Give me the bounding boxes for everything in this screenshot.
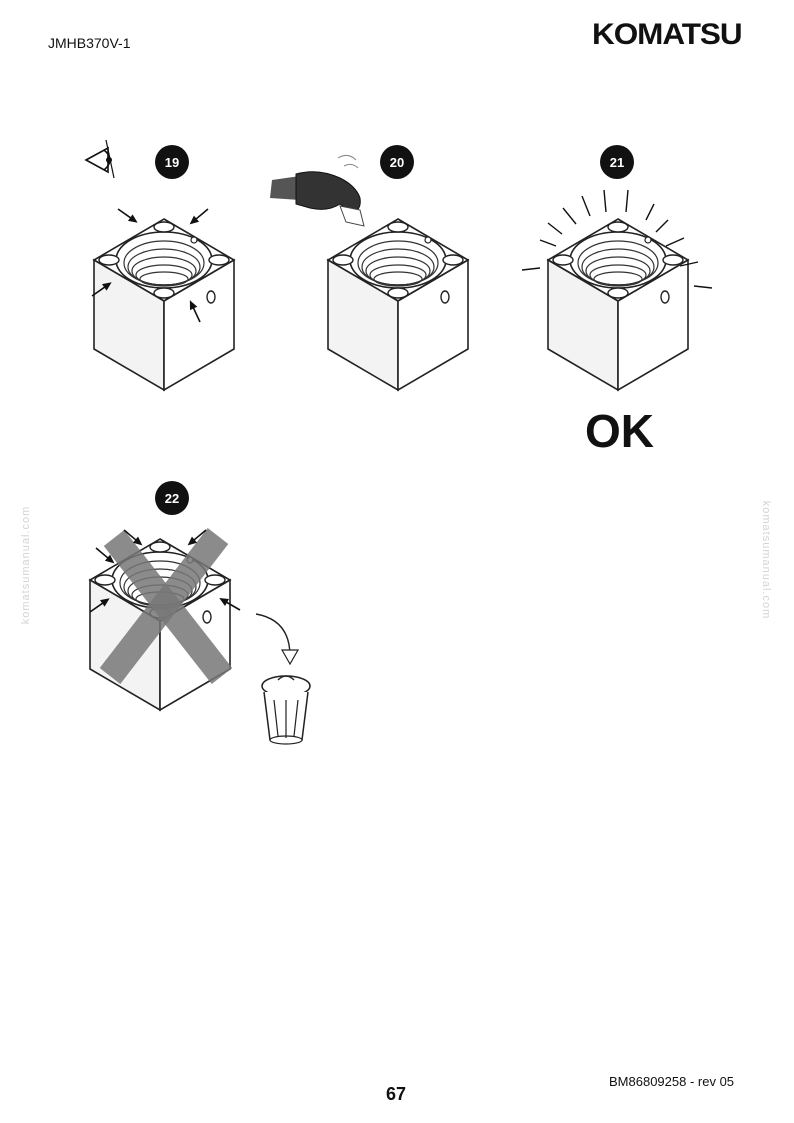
step-20-number: 20 [390,155,404,170]
brand-logo: KOMATSU [592,18,743,51]
step-22-number: 22 [165,491,179,506]
step-20-figure: 20 [270,145,469,391]
shine-rays-icon [521,189,713,289]
document-reference: BM86809258 - rev 05 [609,1074,735,1089]
step-21-number: 21 [610,155,624,170]
trash-bin-icon [261,675,311,745]
step-19-number: 19 [165,155,179,170]
step-22-figure: 22 [86,481,311,745]
reject-cross-icon [99,528,233,685]
ok-label: OK [585,405,654,457]
inspection-arrow [186,205,212,229]
step-21-figure: 21 [521,145,713,391]
gloved-hand-icon [270,154,365,227]
inspection-arrow [114,204,141,227]
page-number: 67 [386,1084,407,1104]
step-19-figure: 19 [84,139,235,391]
eye-icon [84,139,115,179]
document-code: JMHB370V-1 [48,35,131,51]
